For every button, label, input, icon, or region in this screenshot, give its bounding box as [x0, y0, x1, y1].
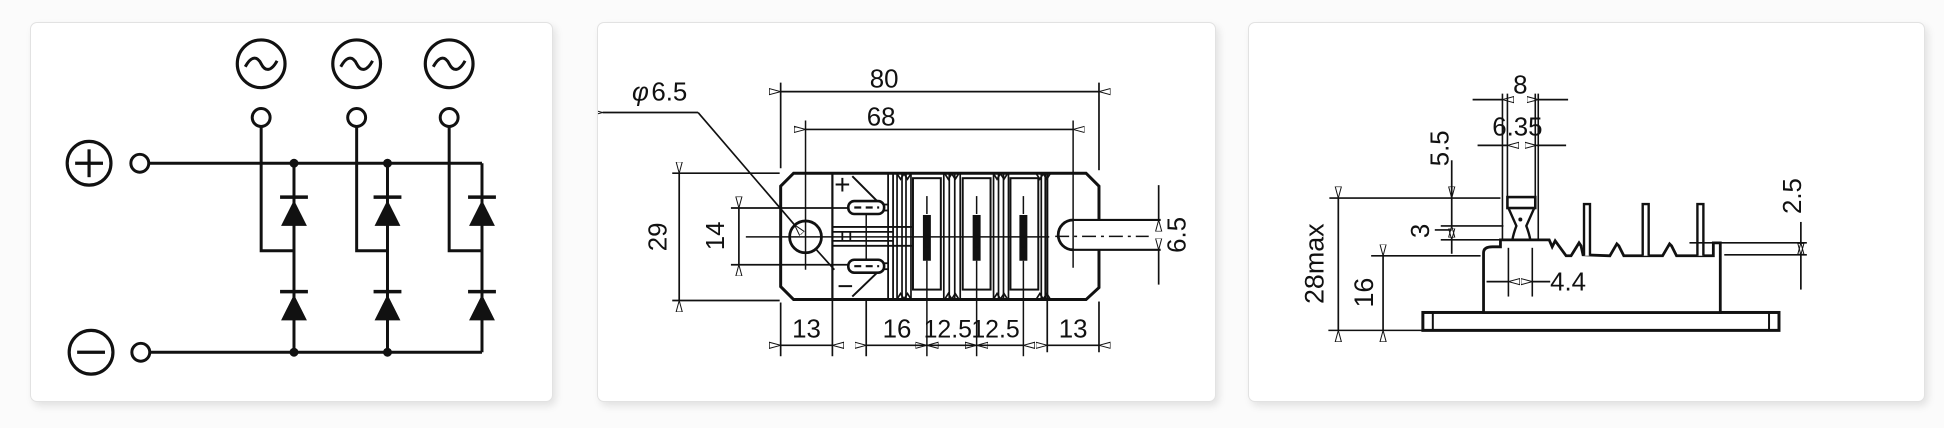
- dim-mount-pitch: 68: [867, 103, 896, 131]
- side-view-drawing-panel: 8 6.35 5.5 3 2.5 4.4 28max 16: [1248, 22, 1925, 402]
- minus-label: −: [837, 271, 853, 302]
- ac-terminal-centerlines: [926, 196, 1025, 357]
- ac-terminal-bars: [922, 214, 1028, 261]
- top-view-drawing: + − 80 68 φ 6.5 29 14 6.5 13: [598, 66, 1192, 357]
- dim-pitch-b: 12.5: [971, 315, 1019, 343]
- dim-overall-width: 80: [870, 66, 899, 94]
- dim-left-margin: 13: [792, 315, 821, 343]
- terminal-pin-icon: [1582, 202, 1705, 256]
- ac-source-icon: [235, 38, 475, 90]
- faston-tab-side-icon: [1506, 195, 1537, 241]
- dim-tab-support-width: 8: [1513, 72, 1527, 100]
- negative-terminal-icon: [67, 328, 152, 376]
- positive-terminal-icon: [65, 139, 151, 187]
- dim-step: 3: [1407, 224, 1435, 238]
- dim-tab-height: 5.5: [1427, 130, 1455, 166]
- dim-body-height: 16: [1349, 278, 1379, 308]
- dim-tab-to-pin: 16: [883, 315, 912, 343]
- dim-overall-height: 28max: [1299, 223, 1329, 304]
- dim-tab-pitch: 14: [702, 221, 730, 250]
- top-view-drawing-panel: + − 80 68 φ 6.5 29 14 6.5 13: [597, 22, 1216, 402]
- junction-dots: [289, 158, 392, 357]
- baseplate: [1421, 310, 1781, 332]
- circuit-diagram-panel: [30, 22, 553, 402]
- circuit-wires: [148, 126, 484, 354]
- dim-slot-width: 6.5: [1164, 217, 1192, 253]
- rectifier-schematic: [65, 38, 496, 376]
- side-view-drawing: 8 6.35 5.5 3 2.5 4.4 28max 16: [1299, 72, 1807, 401]
- plus-label: +: [834, 169, 850, 200]
- dim-tab-width: 6.35: [1492, 113, 1542, 141]
- dim-pitch-a: 12.5: [924, 315, 972, 343]
- hole-dia-value: 6.5: [651, 79, 687, 107]
- hole-dia-symbol: φ: [632, 79, 649, 107]
- mounting-slot-icon: [1055, 120, 1161, 268]
- dim-height: 29: [644, 222, 672, 251]
- dim-tab-base: 4.4: [1550, 269, 1586, 297]
- dim-right-margin: 13: [1059, 315, 1088, 343]
- edge-notch-marks: [896, 172, 1051, 301]
- dimension-lines: [1338, 100, 1801, 331]
- dim-rim-height: 2.5: [1779, 178, 1807, 214]
- ac-terminal-icon: [250, 107, 460, 128]
- module-body-profile: [1482, 238, 1722, 314]
- dimension-lines: [603, 82, 1159, 357]
- diode-icon: [280, 195, 496, 321]
- faston-tab-icon: [847, 199, 886, 274]
